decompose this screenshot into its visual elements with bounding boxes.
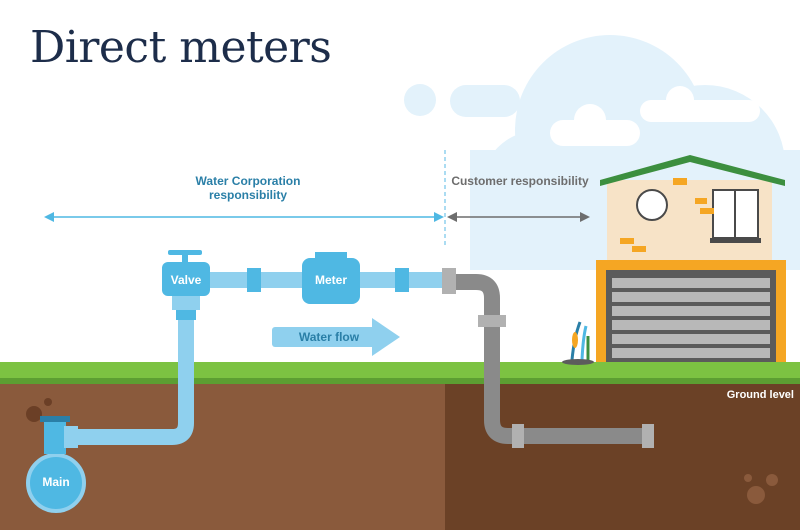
small-cloud-icon (550, 86, 760, 146)
page-title: Direct meters (30, 22, 332, 73)
main-label: Main (42, 475, 70, 489)
water-corporation-responsibility-label: Water Corporation responsibility (195, 174, 301, 202)
ground-level-label: Ground level (726, 389, 794, 401)
customer-pipe-joints (442, 268, 654, 448)
soil-dots (26, 398, 778, 504)
valve-label: Valve (170, 273, 202, 287)
customer-arrow (447, 212, 590, 222)
meter-icon (302, 252, 360, 304)
soil-right (445, 384, 800, 530)
reeds-icon (562, 321, 594, 365)
meter-label: Meter (314, 273, 347, 287)
customer-responsibility-label: Customer responsibility (451, 174, 589, 188)
valve-icon (162, 250, 210, 310)
pipe-joints (176, 268, 409, 320)
main-pipe-icon (26, 416, 86, 513)
arrow-right-icon (272, 318, 400, 356)
garage-door-icon (596, 260, 786, 362)
house-icon (600, 155, 785, 260)
water-corp-arrow (44, 212, 444, 222)
customer-pipe (452, 274, 648, 444)
water-flow-label: Water flow (298, 330, 360, 344)
